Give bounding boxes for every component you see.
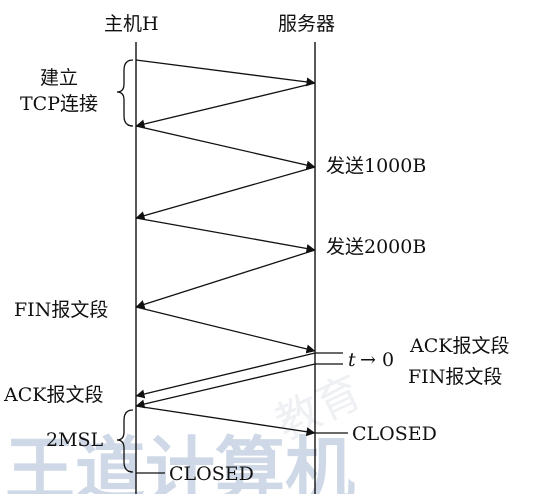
msl-label: 2MSL <box>46 429 104 451</box>
host-closed-label: CLOSED <box>169 463 254 485</box>
host-final-ack-arrow <box>135 405 316 437</box>
setup-label-line1: 建立 <box>40 67 78 89</box>
host-fin-arrow <box>135 306 316 354</box>
server-closed-label: CLOSED <box>352 423 437 445</box>
setup-brace <box>116 59 134 127</box>
send2-label: 发送2000B <box>326 236 426 258</box>
server-title: 服务器 <box>278 13 335 35</box>
syn-arrow <box>135 59 316 87</box>
server-ack-arrow <box>135 352 316 399</box>
synack-arrow <box>135 82 316 129</box>
t-label: t <box>348 349 356 371</box>
watermark-bottom: 王道计算机 <box>5 429 355 494</box>
msl-brace <box>116 409 134 473</box>
data-2000-arrow <box>135 217 316 253</box>
server-fin-arrow <box>135 363 316 409</box>
server-fin-label: FIN报文段 <box>408 366 502 388</box>
host-fin-label: FIN报文段 <box>14 299 108 321</box>
host-ack-label: ACK报文段 <box>3 384 103 406</box>
data-1000-arrow <box>135 125 316 170</box>
server-ack-label: ACK报文段 <box>409 335 509 357</box>
ack-1000-arrow <box>135 166 316 220</box>
ack-2000-arrow <box>135 249 316 309</box>
send1-label: 发送1000B <box>326 155 426 177</box>
t-arrow-label: → 0 <box>360 349 394 371</box>
host-title: 主机H <box>104 13 159 35</box>
setup-label-line2: TCP连接 <box>20 93 98 115</box>
